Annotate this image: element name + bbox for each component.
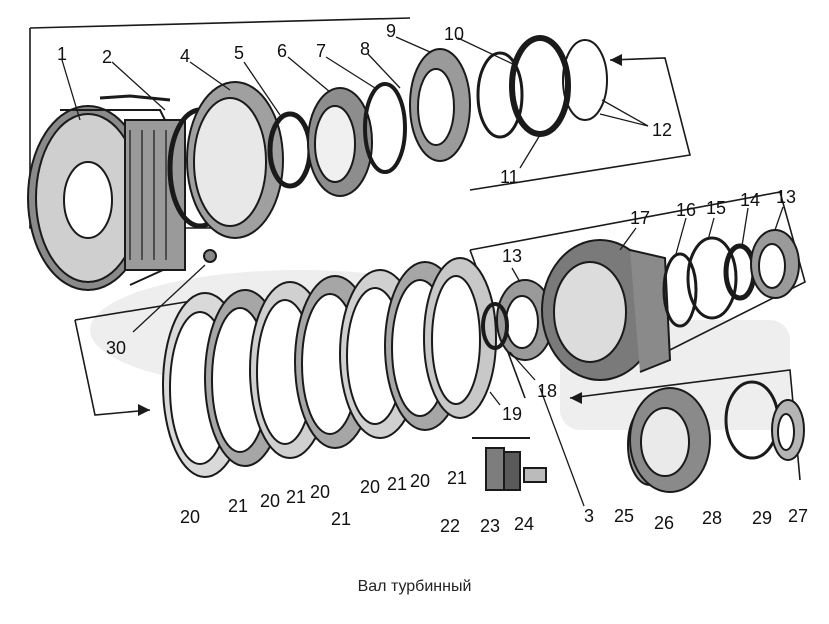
gear-part-17 bbox=[541, 239, 672, 381]
callout-1: 1 bbox=[57, 44, 67, 64]
callout-11: 11 bbox=[500, 167, 519, 187]
callout-18: 18 bbox=[537, 381, 557, 401]
bolt-part-30 bbox=[203, 249, 217, 263]
callout-22: 22 bbox=[440, 516, 460, 536]
callout-20-d: 20 bbox=[360, 477, 380, 497]
callout-14: 14 bbox=[740, 190, 760, 210]
callout-20-c: 20 bbox=[310, 482, 330, 502]
bearing-part-13-18 bbox=[481, 279, 554, 361]
callout-27: 27 bbox=[788, 506, 808, 526]
callout-12: 12 bbox=[652, 120, 672, 140]
lower-right-parts-25-29 bbox=[627, 380, 805, 493]
leader-lines bbox=[61, 36, 784, 507]
clutch-disk-pack bbox=[162, 257, 497, 478]
callout-28: 28 bbox=[702, 508, 722, 528]
callout-13-right: 13 bbox=[776, 187, 796, 207]
rings-part-14-15-16 bbox=[662, 236, 757, 328]
bearing-part-13-right bbox=[750, 229, 800, 299]
callout-17: 17 bbox=[630, 208, 650, 228]
callout-30: 30 bbox=[106, 338, 126, 358]
callout-21-b: 21 bbox=[286, 487, 306, 507]
fastener-parts-22-24 bbox=[472, 437, 547, 491]
diagram-caption: Вал турбинный bbox=[357, 578, 472, 595]
callout-19: 19 bbox=[502, 404, 522, 424]
callout-20-a: 20 bbox=[180, 507, 200, 527]
piston-part-4 bbox=[186, 81, 284, 239]
callout-25: 25 bbox=[614, 506, 634, 526]
callout-2: 2 bbox=[102, 47, 112, 67]
callout-15: 15 bbox=[706, 198, 726, 218]
callout-26: 26 bbox=[654, 513, 674, 533]
callout-10: 10 bbox=[444, 24, 464, 44]
ring-part-7 bbox=[363, 82, 407, 174]
callout-labels: 1 2 4 5 6 7 8 9 10 11 12 13 13 14 15 16 … bbox=[57, 21, 808, 536]
callout-5: 5 bbox=[234, 43, 244, 63]
callout-3: 3 bbox=[584, 506, 594, 526]
callout-13-left: 13 bbox=[502, 246, 522, 266]
hub-part-6 bbox=[307, 87, 373, 197]
callout-20-e: 20 bbox=[410, 471, 430, 491]
callout-4: 4 bbox=[180, 46, 190, 66]
callout-6: 6 bbox=[277, 41, 287, 61]
callout-23: 23 bbox=[480, 516, 500, 536]
callout-20-b: 20 bbox=[260, 491, 280, 511]
rings-part-10-11 bbox=[476, 35, 608, 139]
callout-8: 8 bbox=[360, 39, 370, 59]
callout-29: 29 bbox=[752, 508, 772, 528]
callout-21-d: 21 bbox=[387, 474, 407, 494]
frame-arrows bbox=[138, 54, 622, 416]
callout-9: 9 bbox=[386, 21, 396, 41]
callout-24: 24 bbox=[514, 514, 534, 534]
callout-21-c: 21 bbox=[331, 509, 351, 529]
callout-21-e: 21 bbox=[447, 468, 467, 488]
callout-7: 7 bbox=[316, 41, 326, 61]
drum-housing-part-1 bbox=[27, 94, 186, 291]
disk-part-9 bbox=[409, 48, 471, 162]
callout-21-a: 21 bbox=[228, 496, 248, 516]
callout-16: 16 bbox=[676, 200, 696, 220]
